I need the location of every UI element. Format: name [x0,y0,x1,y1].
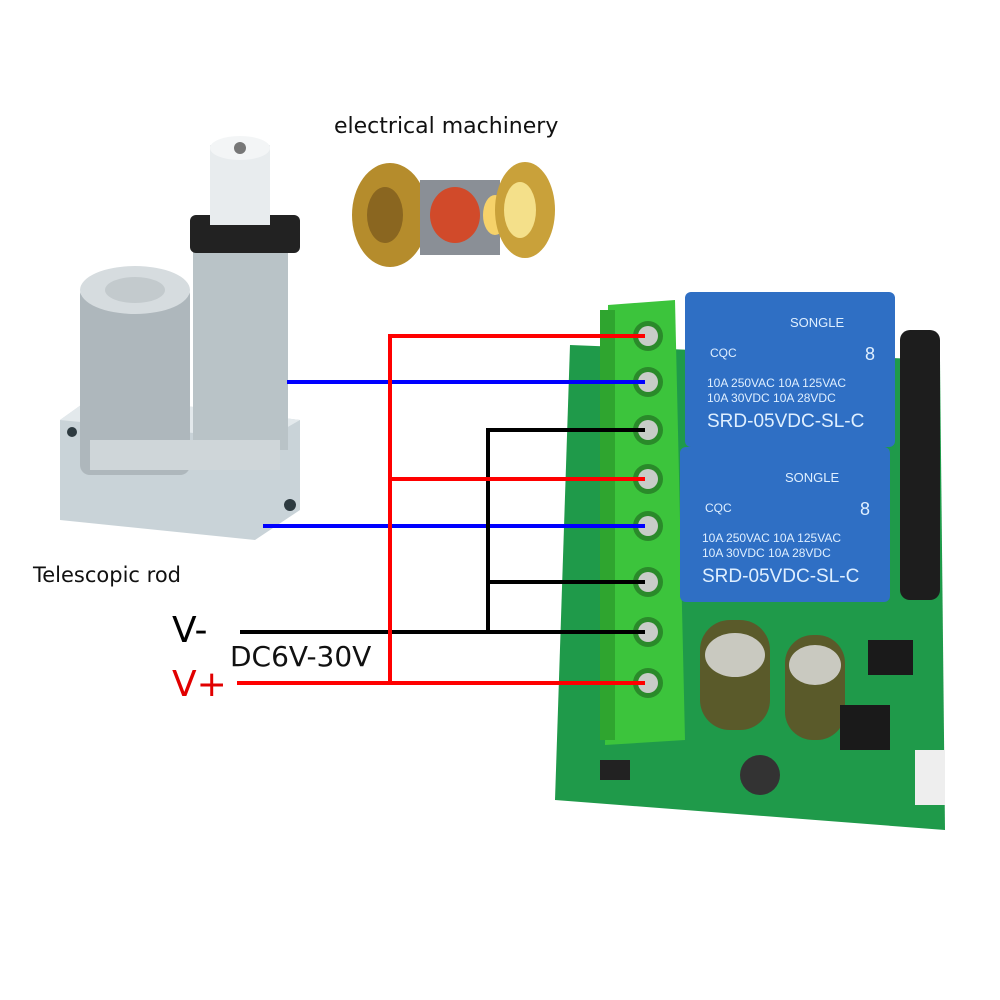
negative-bus [486,428,645,632]
relay-text: SONGLE [785,470,840,485]
relay-text: 8 [860,499,870,519]
v-minus-label: V- [172,610,208,651]
telescopic-rod-image [60,136,300,540]
positive-bus [388,334,645,683]
electrical-machinery-image [352,162,555,267]
ic-chip [868,640,913,675]
relay-text: 10A 30VDC 10A 28VDC [707,391,836,405]
ic-chip [840,705,890,750]
relay-text: SRD-05VDC-SL-C [707,411,864,432]
relay-text: CQC [705,501,732,515]
antenna-coil [900,330,940,600]
terminal-block [600,300,685,745]
telescopic-rod-label: Telescopic rod [33,563,182,587]
connector [915,750,945,805]
relay-text: SONGLE [790,315,845,330]
wires [237,334,645,685]
relay-text: 8 [865,344,875,364]
relay-text: 10A 250VAC 10A 125VAC [702,531,841,545]
v-plus-label: V+ [172,664,227,705]
relay-text: 10A 250VAC 10A 125VAC [707,376,846,390]
relay-text: 10A 30VDC 10A 28VDC [702,546,831,560]
voltage-range-label: DC6V-30V [230,640,372,673]
motor-label: electrical machinery [334,114,559,139]
relay-text: CQC [710,346,737,360]
relay-text: SRD-05VDC-SL-C [702,566,859,587]
